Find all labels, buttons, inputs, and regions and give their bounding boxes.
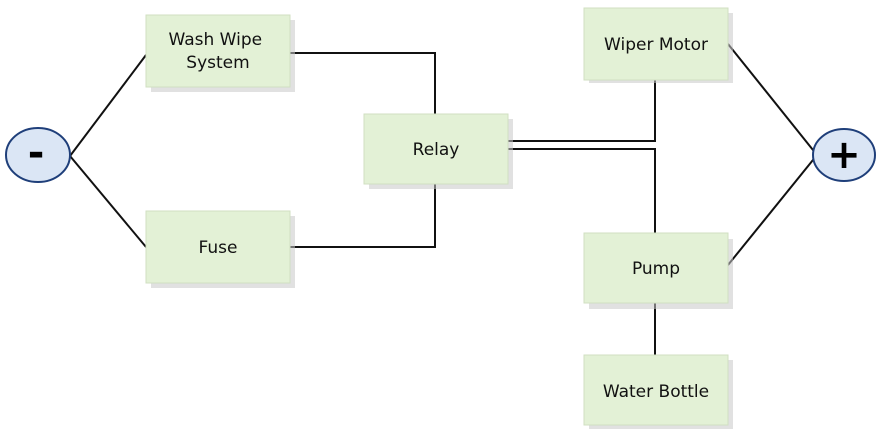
wash-wipe-system-label-line-2: System	[186, 53, 249, 73]
relay-label: Relay	[413, 140, 460, 160]
wiper-motor-rect	[583, 7, 729, 81]
wires	[69, 43, 818, 355]
wash-wipe-system-rect	[145, 14, 291, 88]
water-bottle-box: Water Bottle	[583, 354, 733, 429]
negative-terminal-symbol: -	[28, 130, 45, 176]
fuse-box: Fuse	[145, 210, 295, 288]
water-bottle-rect	[583, 354, 729, 426]
relay-rect	[363, 113, 509, 185]
wiper-motor-box: Wiper Motor	[583, 7, 733, 83]
fuse-label: Fuse	[199, 238, 238, 258]
wire-fuse-to-relay	[290, 184, 436, 248]
pump-rect	[583, 232, 729, 304]
wire-pump-to-positive	[727, 154, 818, 266]
water-bottle-label: Water Bottle	[603, 382, 709, 402]
fuse-rect	[145, 210, 291, 284]
positive-terminal-symbol: +	[827, 132, 861, 178]
positive-terminal: +	[812, 128, 876, 182]
wash-wipe-system-label-line-1: Wash Wipe	[169, 30, 263, 50]
negative-terminal: -	[5, 127, 71, 183]
wire-wash-wipe-to-relay	[290, 52, 436, 114]
relay-box: Relay	[363, 113, 513, 189]
positive-terminal-circle	[812, 128, 876, 182]
wire-wiper-motor-to-positive	[727, 43, 818, 156]
negative-terminal-circle	[5, 127, 71, 183]
pump-label: Pump	[632, 259, 680, 279]
wire-relay-to-wiper-motor	[508, 80, 656, 142]
wire-negative-to-fuse	[69, 155, 147, 248]
wash-wipe-system-box: Wash Wipe System	[145, 14, 295, 92]
wire-negative-to-wash-wipe	[69, 54, 147, 157]
wiper-motor-label: Wiper Motor	[604, 35, 708, 55]
pump-box: Pump	[583, 232, 733, 309]
wire-relay-to-pump	[508, 148, 656, 234]
wash-wipe-system-label: Wash Wipe System	[169, 30, 268, 73]
